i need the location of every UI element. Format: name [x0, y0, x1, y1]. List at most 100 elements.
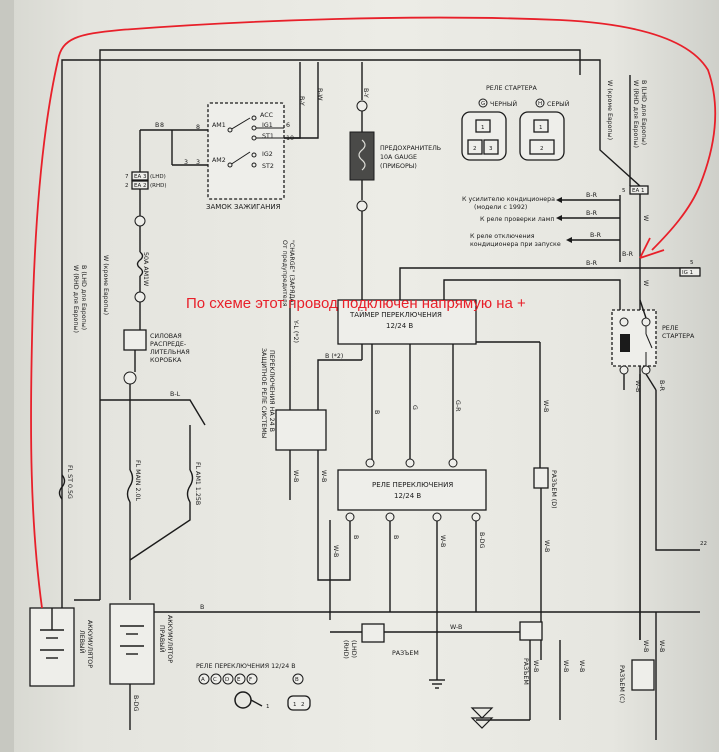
switch-relay-12-24: РЕЛЕ ПЕРЕКЛЮЧЕНИЯ 12/24 В B B W-B B-DG W… — [317, 458, 487, 660]
ea3-note: (LHD) — [150, 174, 166, 180]
ig1-label: IG 1 — [682, 270, 693, 276]
contact-am2: AM2 — [212, 157, 226, 164]
wire-note-b-lhd-right: B (LHD для Европы) — [640, 80, 647, 145]
ea3-label: EA 3 — [134, 174, 147, 180]
contact-st2: ST2 — [262, 163, 274, 170]
wire-note-b-lhd: B (LHD для Европы) — [80, 265, 87, 330]
ref-ac-amp: К усилителю кондиционера — [462, 196, 555, 203]
timer-12-24: ТАЙМЕР ПЕРЕКЛЮЧЕНИЯ 12/24 В B G G-R W-B … — [317, 299, 549, 470]
power-box-line3: ЛИТЕЛЬНАЯ — [150, 349, 190, 356]
wire-label-bw: B-W — [316, 88, 323, 101]
wire-label-wb-14: W-B — [532, 660, 539, 672]
legend-h: H — [538, 101, 542, 107]
legend-title: РЕЛЕ СТАРТЕРА — [486, 85, 537, 92]
wire-label-wb-14c: W-B — [578, 660, 585, 672]
pin-10: 10 — [286, 135, 294, 142]
wire-label-g-timer: G — [411, 405, 418, 410]
wire-label-wb-relay: W-B — [634, 380, 641, 392]
wire-label-bdg: B-DG — [478, 532, 485, 548]
wire-label-b-relay: B — [352, 535, 359, 539]
wire-label-wb-d: W-B — [543, 540, 550, 552]
protection-relay: ЗАЩИТНОЕ РЕЛЕ СИСТЕМЫ ПЕРЕКЛЮЧЕНИЯ НА 24… — [260, 240, 327, 512]
starter-relay-line2: СТАРТЕРА — [662, 333, 695, 340]
wire-label-w-relay: W — [642, 280, 649, 287]
right-battery-line2: АККУМУЛЯТОР — [166, 615, 173, 663]
conn-rhd: (RHD) — [342, 640, 349, 659]
fuse-10a: ПРЕДОХРАНИТЕЛЬ 10A GAUGE (ПРИБОРЫ) — [349, 100, 441, 300]
power-distribution-box: СИЛОВАЯ РАСПРЕДЕ- ЛИТЕЛЬНАЯ КОРОБКА B-L — [100, 329, 206, 470]
ref-lamp-relay: К реле проверки ламп — [480, 216, 554, 223]
ground-middle — [429, 660, 445, 689]
wire-note-w-eu-right: W (кроме Европы) — [606, 80, 613, 140]
wire-label-wb-prot2: W-B — [320, 470, 327, 482]
wire-label-b-bottom: B — [200, 604, 204, 611]
wire-note-w-rhd: W (RHD для Европы) — [72, 265, 79, 333]
legend-pin-1: 1 — [293, 702, 297, 708]
left-battery-line2: АККУМУЛЯТОР — [86, 620, 93, 668]
legend-h-1: 1 — [539, 125, 543, 131]
legend-g-2: 2 — [473, 146, 477, 152]
annotation-text: По схеме этот провод подключен напрямую … — [186, 295, 526, 312]
starter-relay: РЕЛЕ СТАРТЕРА W-B B-R W 22 — [611, 280, 707, 640]
pin-6: 6 — [286, 122, 290, 129]
timer-line1: ТАЙМЕР ПЕРЕКЛЮЧЕНИЯ — [349, 310, 442, 319]
ref-ac-amp-note: (модели с 1992) — [474, 204, 527, 211]
connector-middle-label: РАЗЪЕМ — [392, 650, 419, 657]
legend-g-1: 1 — [481, 125, 485, 131]
legend-gray: СЕРЫЙ — [547, 99, 570, 108]
power-box-line2: РАСПРЕДЕ- — [150, 341, 186, 348]
pin-8-b: 8 — [160, 122, 164, 129]
wire-label-br-1: B-R — [586, 192, 598, 199]
ring-terminal-icon — [234, 691, 252, 709]
fuse-10a-label-1: ПРЕДОХРАНИТЕЛЬ — [380, 145, 441, 152]
conn-lhd: (LHD) — [350, 640, 357, 658]
contact-ig2: IG2 — [262, 151, 273, 158]
protection-relay-line1: ЗАЩИТНОЕ РЕЛЕ СИСТЕМЫ — [260, 348, 267, 438]
pin-22: 22 — [700, 541, 707, 547]
ea1-label: EA 1 — [632, 188, 645, 194]
ea2-label: EA 2 — [134, 183, 147, 189]
left-battery-line1: ЛЕВЫЙ — [78, 630, 87, 654]
bottom-legend-title: РЕЛЕ ПЕРЕКЛЮЧЕНИЯ 12/24 В — [196, 663, 296, 670]
wire-note-w-rhd-right: W (RHD для Европы) — [632, 80, 639, 148]
wire-label-wb-c2: W-B — [658, 640, 665, 652]
connector-c-label: РАЗЪЕМ (C) — [618, 665, 625, 703]
switch-relay-line1: РЕЛЕ ПЕРЕКЛЮЧЕНИЯ — [372, 481, 453, 489]
ig1-pin: 5 — [690, 260, 694, 266]
ref-ac-cut2: кондиционера при запуске — [470, 241, 561, 248]
charge-note-line2: "CHARGE" (ЗАРЯДА) — [288, 240, 295, 305]
reference-lines: К усилителю кондиционера (модели с 1992)… — [462, 192, 634, 262]
charge-note-line1: От предупредителя — [281, 240, 288, 307]
wire-label-wb-relay3: W-B — [332, 545, 339, 557]
starter-relay-legend: РЕЛЕ СТАРТЕРА G ЧЕРНЫЙ H СЕРЫЙ 1 2 3 1 2 — [461, 85, 570, 161]
legend-one: 1 — [266, 704, 270, 710]
right-battery-line1: ПРАВЫЙ — [158, 625, 167, 653]
connector-14: РАЗЪЕМ W-B W-B W-B — [470, 621, 585, 729]
wire-label-wb-c: W-B — [642, 640, 649, 652]
wire-label-wb-timer: W-B — [542, 400, 549, 412]
ea1-connector — [629, 185, 649, 195]
wire-label-br-3: B-R — [590, 232, 602, 239]
wire-label-b-relay2: B — [392, 535, 399, 539]
fusible-links: FL ST 0.5G FL MAIN 2.0L FL AM1 1.25B — [58, 425, 201, 600]
ig1-connector — [679, 267, 701, 277]
switch-relay-line2: 12/24 В — [394, 492, 421, 500]
contact-st1: ST1 — [262, 133, 274, 140]
legend-letter-e: E — [237, 677, 241, 683]
ea3-pin: 7 — [125, 174, 129, 180]
wire-label-wb-14b: W-B — [562, 660, 569, 672]
legend-letter-f: F — [249, 677, 252, 683]
legend-black: ЧЕРНЫЙ — [490, 99, 517, 108]
wire-label-yl: Y-L (*2) — [292, 319, 299, 343]
wire-label-gr-timer: G-R — [454, 400, 461, 412]
bottom-legend: РЕЛЕ ПЕРЕКЛЮЧЕНИЯ 12/24 В A C D E F B 1 … — [196, 663, 311, 711]
wire-label-b-timer: B — [373, 410, 380, 414]
contact-acc: ACC — [260, 112, 274, 119]
wire-label-w-ea1: W — [642, 215, 649, 222]
ignition-switch: AM1 AM2 ACC IG1 ST1 IG2 ST2 8 3 6 10 8 3… — [140, 102, 294, 211]
wire-label-w-am1: W — [142, 280, 149, 287]
connector-c: РАЗЪЕМ (C) W-B W-B — [618, 612, 665, 740]
ref-ac-cut: К реле отключения — [470, 233, 535, 240]
legend-letter-a: A — [201, 677, 205, 683]
